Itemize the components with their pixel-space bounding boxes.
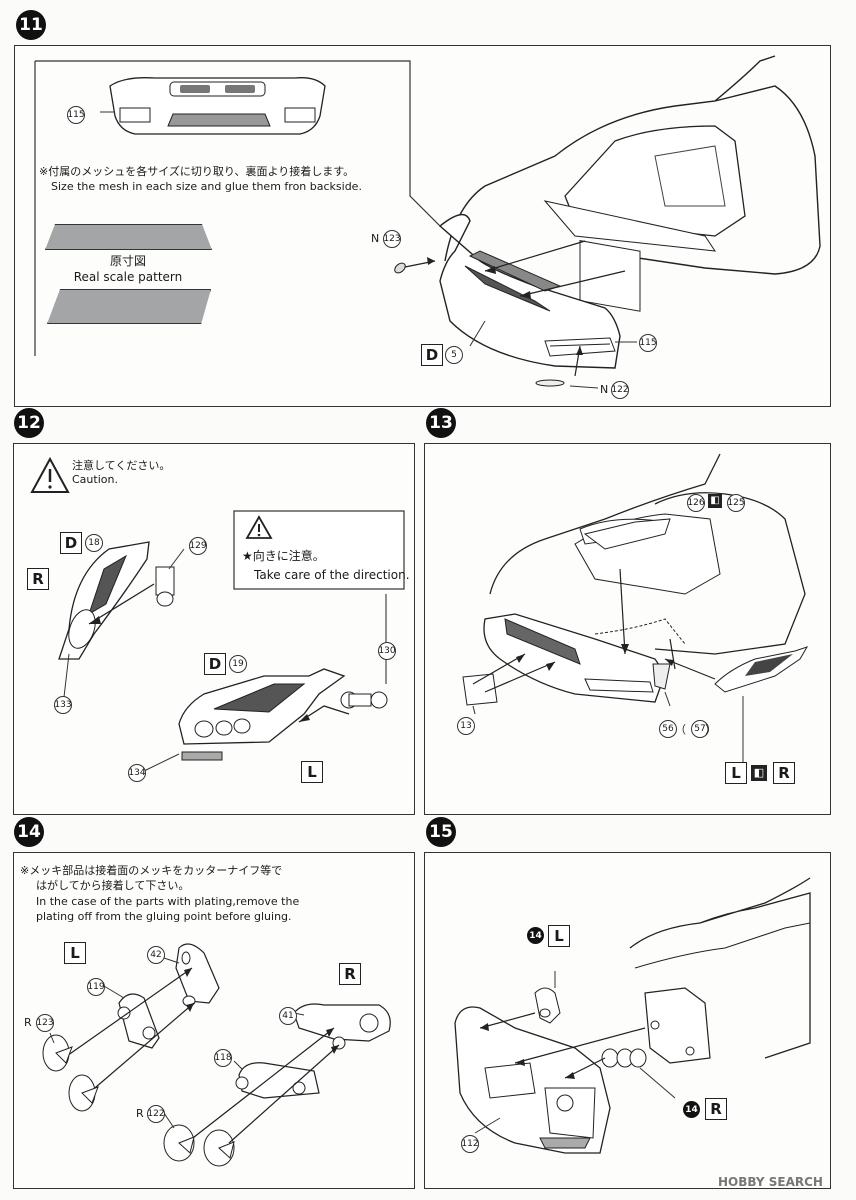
mesh-note-jp: ※付属のメッシュを各サイズに切り取り、裏面より接着します。: [39, 165, 355, 178]
part-13-label: 13: [457, 717, 475, 735]
swap-icon: ◧: [708, 494, 722, 508]
watermark: HOBBY SEARCH: [718, 1175, 823, 1189]
part-134-label: 134: [128, 764, 146, 782]
part-133-label: 133: [54, 696, 72, 714]
pattern-label: 原寸図 Real scale pattern: [63, 253, 193, 285]
part-115-label-top: 115: [67, 106, 85, 124]
step-number-14: 14: [14, 817, 44, 847]
part-130-label: 130: [378, 642, 396, 660]
step-14-drawing: [42, 943, 391, 1167]
tag-l: L: [64, 942, 86, 964]
ref-14-l-badge: 14: [527, 927, 544, 944]
part-41-label: 41: [279, 1007, 297, 1025]
part-126-label: 126: [687, 494, 705, 512]
step-15-drawing: [454, 877, 811, 1154]
part-119-label: 119: [87, 978, 105, 996]
n-prefix-123: N: [371, 232, 380, 245]
tag-d-19: D: [204, 653, 226, 675]
plating-note-jp-2: はがしてから接着して下さい。: [36, 879, 190, 892]
part-122-label: 122: [611, 381, 629, 399]
n-prefix-122: N: [600, 383, 609, 396]
direction-jp: ★向きに注意。: [242, 549, 325, 563]
part-122-label: 122: [147, 1105, 165, 1123]
tag-d-18: D: [60, 532, 82, 554]
step-12-drawing: [30, 456, 405, 772]
part-5-label: 5: [445, 346, 463, 364]
paren-open: （: [675, 723, 686, 736]
ref-14-r-badge: 14: [683, 1101, 700, 1118]
mesh-pattern-large: [47, 289, 211, 324]
part-42-label: 42: [147, 946, 165, 964]
tag-r: R: [705, 1098, 727, 1120]
step-13-drawing: [462, 453, 809, 775]
part-125-label: 125: [727, 494, 745, 512]
part-123-label: 123: [36, 1014, 54, 1032]
mesh-note-en: Size the mesh in each size and glue them…: [51, 180, 362, 193]
step-number-13: 13: [426, 408, 456, 438]
step-11-panel: 115 ※付属のメッシュを各サイズに切り取り、裏面より接着します。 Size t…: [14, 45, 831, 407]
tag-r: R: [27, 568, 49, 590]
pattern-label-en: Real scale pattern: [73, 270, 183, 284]
plating-note-en-1: In the case of the parts with plating,re…: [36, 895, 300, 908]
caution-en: Caution.: [72, 473, 118, 486]
paren-close: ）: [705, 723, 716, 736]
part-129-label: 129: [189, 537, 207, 555]
part-118-label: 118: [214, 1049, 232, 1067]
tag-l: L: [725, 762, 747, 784]
tag-r: R: [339, 963, 361, 985]
step-11-drawing: [34, 55, 821, 389]
step-12-panel: 注意してください。 Caution. D 18 R 129 ★向きに注意。 Ta…: [13, 443, 415, 815]
mesh-pattern-small: [45, 224, 212, 250]
part-112-label: 112: [461, 1135, 479, 1153]
part-19-label: 19: [229, 655, 247, 673]
step-number-11: 11: [16, 10, 46, 40]
direction-en: Take care of the direction.: [254, 568, 410, 582]
part-57-label: 57: [691, 720, 709, 738]
step-15-panel: 14 L 14 R 112: [424, 852, 831, 1189]
r-prefix-123: R: [24, 1016, 32, 1029]
step-14-panel: ※メッキ部品は接着面のメッキをカッターナイフ等で はがしてから接着して下さい。 …: [13, 852, 415, 1189]
plating-note-en-2: plating off from the gluing point before…: [36, 910, 292, 923]
part-18-label: 18: [85, 534, 103, 552]
step-number-12: 12: [14, 408, 44, 438]
tag-r: R: [773, 762, 795, 784]
part-115-label-right: 115: [639, 334, 657, 352]
step-number-15: 15: [426, 817, 456, 847]
step-13-panel: 126 ◧ 125 13 56 （ 57 ） L ◧ R: [424, 443, 831, 815]
part-123-label: 123: [383, 230, 401, 248]
lr-swap-icon: ◧: [751, 765, 767, 781]
tag-l: L: [548, 925, 570, 947]
caution-jp: 注意してください。: [72, 459, 171, 472]
r-prefix-122: R: [136, 1107, 144, 1120]
tag-l: L: [301, 761, 323, 783]
part-56-label: 56: [659, 720, 677, 738]
pattern-label-jp: 原寸図: [109, 254, 146, 268]
plating-note-jp-1: ※メッキ部品は接着面のメッキをカッターナイフ等で: [20, 864, 283, 877]
tag-d: D: [421, 344, 443, 366]
